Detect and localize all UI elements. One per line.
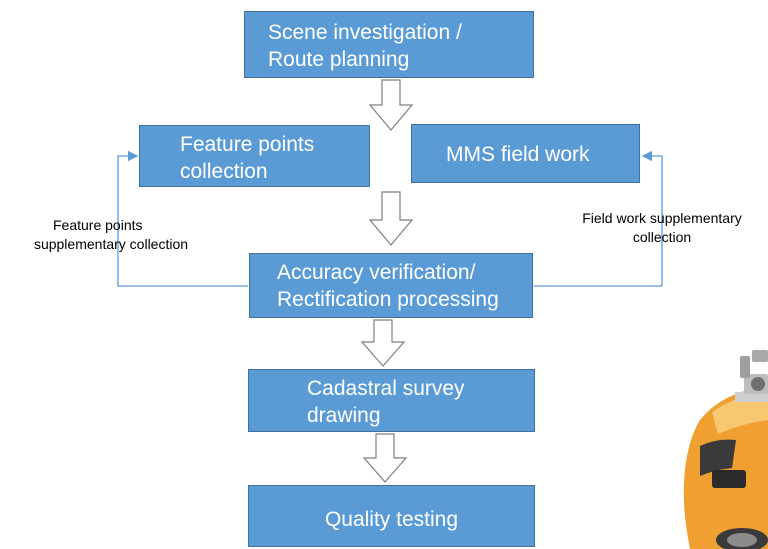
scene-investigation-box: Scene investigation / Route planning (244, 11, 534, 78)
mms-field-work-box: MMS field work (411, 124, 640, 183)
mms-survey-car-illustration (683, 350, 768, 549)
right-feedback-label: Field work supplementary collection (557, 209, 767, 247)
scene-investigation-line1: Scene investigation / (268, 21, 462, 44)
right-feedback-label-line1: Field work supplementary (582, 210, 742, 226)
feature-points-line1: Feature points (180, 133, 315, 156)
quality-testing-label: Quality testing (324, 508, 459, 531)
left-feedback-label-line2: supplementary collection (33, 236, 189, 252)
right-feedback-connector (534, 150, 663, 287)
cadastral-survey-line2: drawing (307, 404, 381, 427)
down-arrow-2 (368, 191, 414, 246)
accuracy-verification-line2: Rectification processing (277, 288, 499, 311)
quality-testing-box: Quality testing (248, 485, 535, 547)
accuracy-verification-box: Accuracy verification/ Rectification pro… (249, 253, 533, 318)
feature-points-collection-box: Feature points collection (139, 125, 370, 187)
accuracy-verification-line1: Accuracy verification/ (277, 261, 476, 284)
feature-points-line2: collection (180, 160, 268, 183)
left-feedback-label: Feature points supplementary collection (8, 216, 214, 254)
left-feedback-connector (117, 150, 248, 287)
mms-field-work-label: MMS field work (446, 143, 590, 166)
cadastral-survey-box: Cadastral survey drawing (248, 369, 535, 432)
scene-investigation-line2: Route planning (268, 48, 410, 71)
down-arrow-3 (360, 319, 406, 367)
left-feedback-label-line1: Feature points (53, 217, 143, 233)
cadastral-survey-line1: Cadastral survey (307, 377, 465, 400)
right-feedback-label-line2: collection (632, 229, 692, 245)
down-arrow-4 (362, 433, 408, 483)
down-arrow-1 (368, 79, 414, 131)
